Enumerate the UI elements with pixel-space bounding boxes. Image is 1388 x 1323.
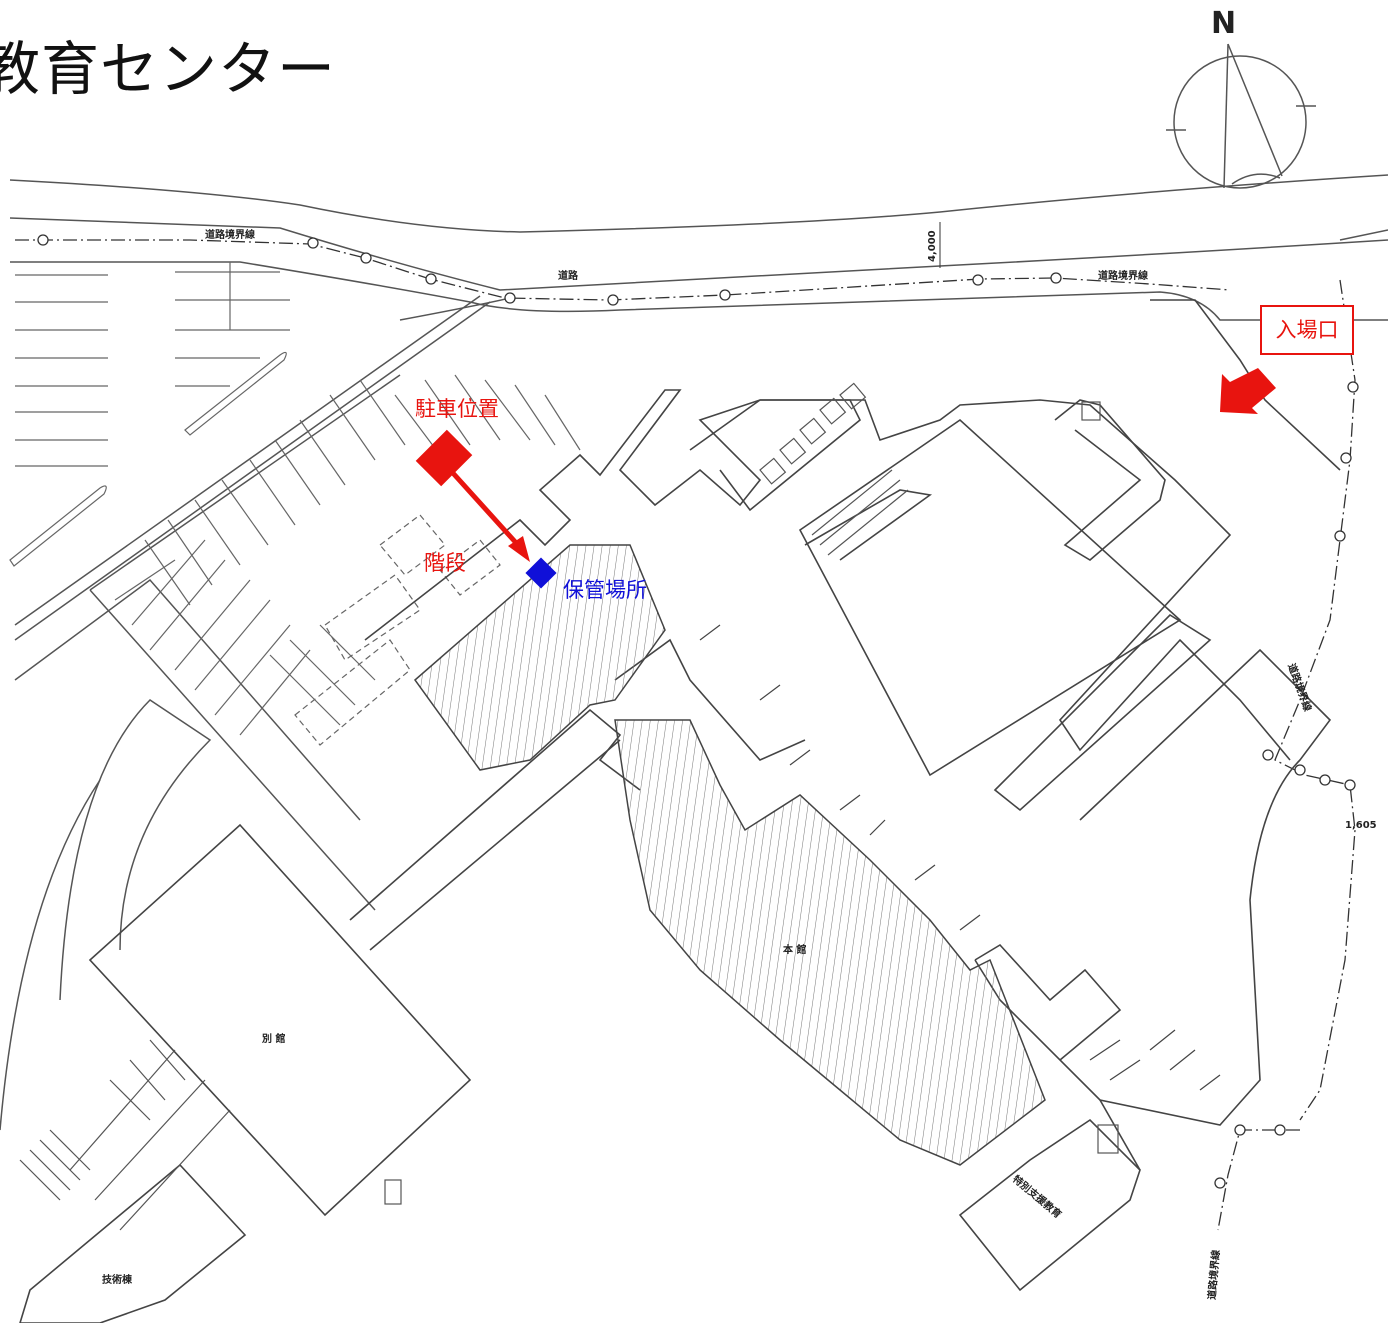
parking-stalls — [114, 374, 581, 736]
road-boundary-label-4: 道路境界線 — [1205, 1249, 1222, 1300]
road-boundary-label-1: 道路境界線 — [205, 228, 255, 241]
annex-building-label: 別 館 — [261, 1032, 285, 1045]
main-building-label: 本 館 — [783, 943, 806, 956]
special-support-label: 特別支援教育 — [1010, 1172, 1064, 1221]
technical-building-label: 技術棟 — [102, 1273, 133, 1286]
hatched-building-lower — [614, 719, 1046, 1166]
stair-blocks — [384, 382, 1119, 1205]
road-label: 道路 — [558, 269, 579, 282]
technical-building — [19, 1163, 247, 1323]
hatched-building-upper — [413, 544, 666, 771]
lower-left-stairs — [19, 1039, 231, 1231]
compass-icon — [1166, 43, 1316, 189]
parking-lines-upper-left — [9, 262, 290, 567]
parking-position-label: 駐車位置 — [415, 397, 499, 421]
road-boundary-label-2: 道路境界線 — [1098, 269, 1148, 282]
dimension-right-label: 1,605 — [1345, 820, 1377, 831]
road-edges — [9, 174, 1388, 321]
entrance-arrow-icon — [1220, 368, 1276, 414]
site-boundaries — [0, 295, 491, 1131]
building-outlines — [349, 299, 1341, 1292]
road-boundary-line — [15, 234, 1359, 1231]
storage-label: 保管場所 — [563, 578, 647, 602]
parking-marker-icon — [415, 429, 530, 562]
north-label: N — [1211, 6, 1237, 41]
annex-building — [88, 823, 472, 1217]
stairs-label: 階段 — [424, 551, 466, 575]
road-width-label: 4,000 — [927, 230, 938, 262]
page-title: 教育センター — [0, 35, 337, 103]
plan-labels: 道路境界線 道路 4,000 道路境界線 道路境界線 道路境界線 1,605 本… — [102, 228, 1377, 1300]
dashed-areas — [294, 514, 501, 746]
central-dashes — [699, 624, 1221, 1091]
road-boundary-label-3: 道路境界線 — [1285, 662, 1314, 713]
entrance-label: 入場口 — [1260, 305, 1354, 355]
